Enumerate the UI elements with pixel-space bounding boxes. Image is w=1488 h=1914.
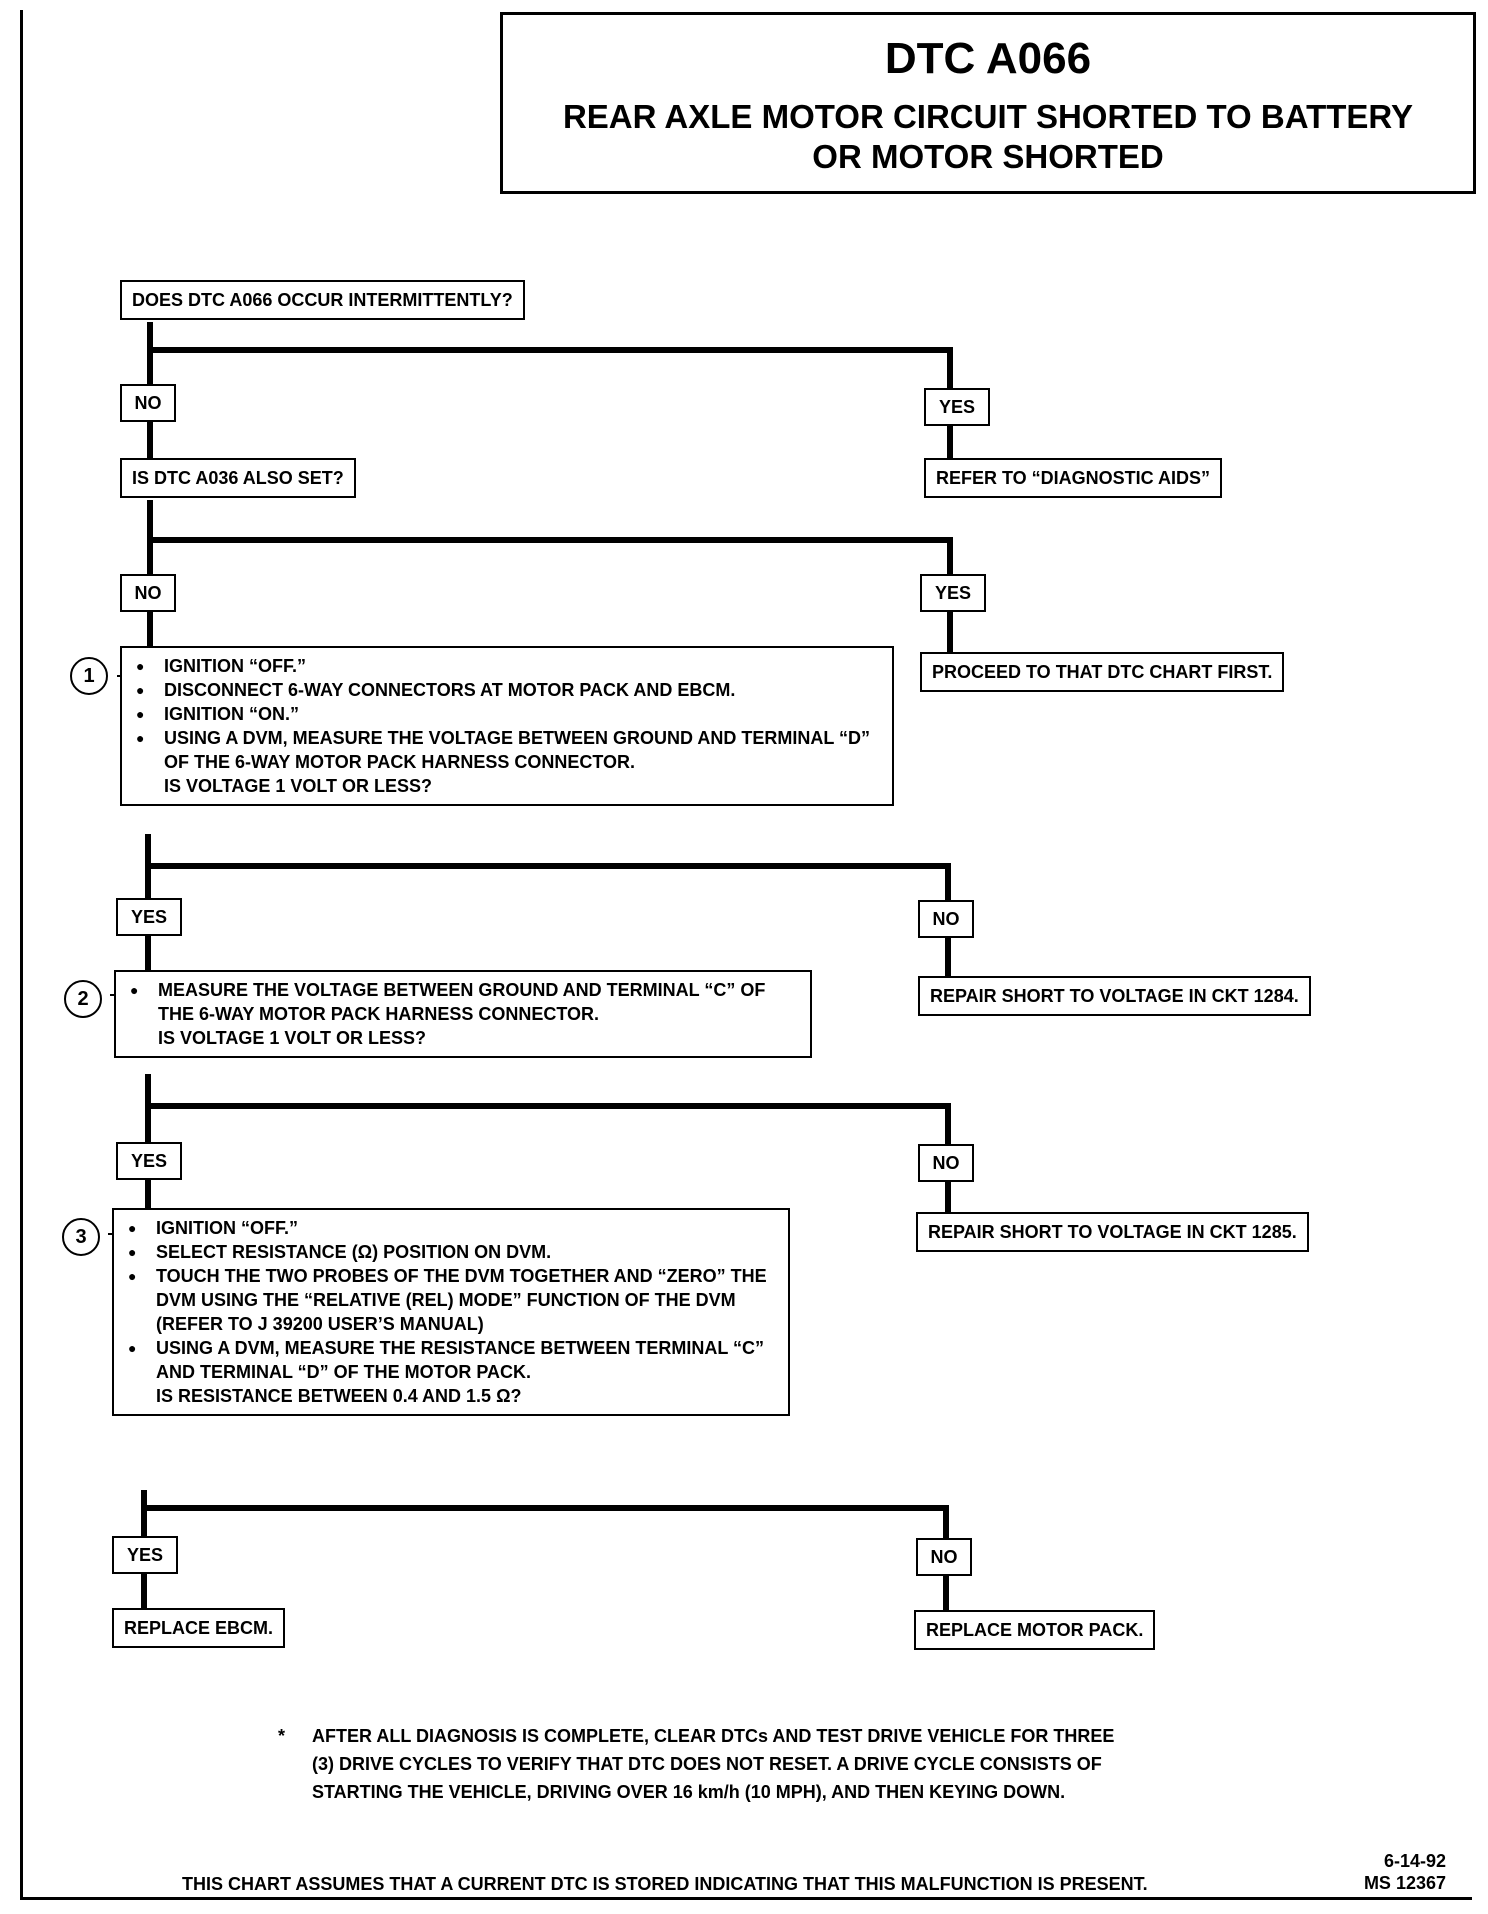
chart-ms-number: MS 12367 [1363, 1873, 1446, 1893]
question-a036: IS DTC A036 ALSO SET? [120, 458, 356, 498]
note-text: AFTER ALL DIAGNOSIS IS COMPLETE, CLEAR D… [312, 1726, 1115, 1802]
step3-item: IGNITION “OFF.” [124, 1216, 778, 1240]
repair-ckt-1285: REPAIR SHORT TO VOLTAGE IN CKT 1285. [916, 1212, 1309, 1252]
yes-label-4: YES [116, 1142, 182, 1180]
chart-assumption: THIS CHART ASSUMES THAT A CURRENT DTC IS… [182, 1874, 1148, 1894]
step-1-box: IGNITION “OFF.” DISCONNECT 6-WAY CONNECT… [120, 646, 894, 806]
dtc-subtitle: REAR AXLE MOTOR CIRCUIT SHORTED TO BATTE… [562, 98, 1414, 175]
step-number-3: 3 [62, 1218, 100, 1256]
yes-label-2: YES [920, 574, 986, 612]
step1-item: IGNITION “OFF.” [132, 654, 882, 678]
step3-item: TOUCH THE TWO PROBES OF THE DVM TOGETHER… [124, 1264, 778, 1336]
step1-question: IS VOLTAGE 1 VOLT OR LESS? [164, 776, 433, 796]
step3-item: USING A DVM, MEASURE THE RESISTANCE BETW… [124, 1336, 778, 1384]
step3-item: SELECT RESISTANCE (Ω) POSITION ON DVM. [124, 1240, 778, 1264]
note-marker: * [278, 1726, 286, 1746]
replace-motor-pack: REPLACE MOTOR PACK. [914, 1610, 1156, 1650]
no-label-4: NO [918, 1144, 974, 1182]
connector-q2 [147, 500, 953, 576]
step2-question: IS VOLTAGE 1 VOLT OR LESS? [158, 1028, 427, 1048]
proceed-dtc-chart: PROCEED TO THAT DTC CHART FIRST. [920, 652, 1285, 692]
chart-date-code: 6-14-92 MS 12367 [1340, 1850, 1446, 1894]
no-label-5: NO [916, 1538, 972, 1576]
repair-ckt-1284: REPAIR SHORT TO VOLTAGE IN CKT 1284. [918, 976, 1311, 1016]
connector-step2 [145, 1074, 951, 1146]
connector-q1 [147, 322, 953, 390]
step1-item: IGNITION “ON.” [132, 702, 882, 726]
chart-header: DTC A066 REAR AXLE MOTOR CIRCUIT SHORTED… [500, 12, 1476, 194]
step-number-1: 1 [70, 657, 108, 695]
refer-diagnostic-aids: REFER TO “DIAGNOSTIC AIDS” [924, 458, 1223, 498]
replace-ebcm: REPLACE EBCM. [112, 1608, 286, 1648]
connector-step1 [145, 834, 951, 902]
no-label-2: NO [120, 574, 176, 612]
chart-date: 6-14-92 [1383, 1851, 1446, 1871]
no-label-1: NO [120, 384, 176, 422]
step1-item: USING A DVM, MEASURE THE VOLTAGE BETWEEN… [132, 726, 882, 774]
connector-step3 [141, 1490, 949, 1538]
yes-label-5: YES [112, 1536, 178, 1574]
step-number-2: 2 [64, 980, 102, 1018]
step2-item: MEASURE THE VOLTAGE BETWEEN GROUND AND T… [126, 978, 800, 1026]
yes-label-3: YES [116, 898, 182, 936]
step-3-box: IGNITION “OFF.” SELECT RESISTANCE (Ω) PO… [112, 1208, 790, 1416]
page-frame [20, 10, 1472, 1900]
step1-item: DISCONNECT 6-WAY CONNECTORS AT MOTOR PAC… [132, 678, 882, 702]
step-2-box: MEASURE THE VOLTAGE BETWEEN GROUND AND T… [114, 970, 812, 1058]
question-intermittent: DOES DTC A066 OCCUR INTERMITTENTLY? [120, 280, 525, 320]
yes-label-1: YES [924, 388, 990, 426]
dtc-title: DTC A066 [884, 34, 1092, 83]
step3-question: IS RESISTANCE BETWEEN 0.4 AND 1.5 Ω? [156, 1386, 522, 1406]
completion-note: * AFTER ALL DIAGNOSIS IS COMPLETE, CLEAR… [278, 1722, 1114, 1806]
no-label-3: NO [918, 900, 974, 938]
